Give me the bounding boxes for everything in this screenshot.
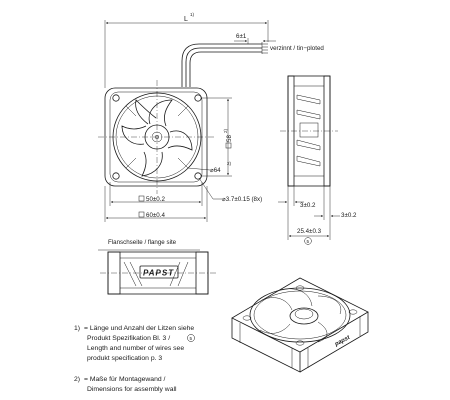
flange-left-label: 3±0.2 (300, 202, 316, 209)
rotor-diameter-note: 2) (227, 161, 232, 166)
rotor-diameter-dimension: ⌀64 2) (187, 161, 232, 174)
fan-isometric-view: papst (231, 277, 369, 373)
inner-width-label: 50±0.2 (146, 196, 165, 203)
lead-wires (181, 42, 268, 87)
rotor-diameter-label: ⌀64 (210, 167, 221, 174)
note1-ref: 5 (190, 336, 193, 341)
depth-ref: 5 (307, 239, 310, 244)
depth-label: 25.4±0.3 (297, 228, 322, 235)
tinned-note: verzinnt / tin−ploted (270, 45, 324, 52)
lead-length-note: 1) (190, 12, 195, 17)
note2-line2: Dimensions for assembly wall (87, 386, 177, 393)
width-dimensions: 50±0.2 60±0.4 (104, 182, 208, 222)
note1-line1: = Länge und Anzahl der Litzen siehe (84, 325, 194, 332)
strip-length-dimension: 6±1 (234, 33, 276, 44)
hole-diameter-label: ⌀3.7±0.15 (8x) (222, 196, 262, 203)
flange-side-label: Flanschseite / flange site (108, 239, 177, 246)
note1-line3: Length and number of wires see (87, 345, 184, 352)
outer-width-label: 60±0.4 (146, 212, 165, 219)
hole-pitch-label: 58 (226, 135, 233, 142)
note1-line2: Produkt Spezifikation Bl. 3 / (87, 335, 170, 342)
lead-length-dimension: L 1) (104, 12, 269, 88)
note2-line1: = Maße für Montagewand / (84, 376, 166, 383)
side-dimensions: 3±0.2 3±0.2 25.4±0.3 5 (278, 186, 357, 245)
fan-flange-view: PAPST (98, 249, 216, 295)
hole-pitch-note: 2) (223, 128, 228, 133)
notes-block: 1) = Länge und Anzahl der Litzen siehe P… (74, 325, 195, 393)
note1-mark: 1) (74, 325, 80, 332)
hole-pitch-dimension: 58 2) (202, 97, 233, 177)
flange-right-label: 3±0.2 (341, 212, 357, 219)
strip-length-label: 6±1 (236, 33, 247, 40)
fan-side-view (280, 75, 338, 187)
note2-mark: 2) (74, 376, 80, 383)
note1-line4: produkt specification p. 3 (87, 355, 162, 362)
lead-length-label: L (184, 16, 188, 23)
iso-brand-logo: papst (333, 334, 352, 348)
fan-front-view (98, 80, 216, 194)
hole-diameter-dimension: ⌀3.7±0.15 (8x) (198, 177, 262, 203)
